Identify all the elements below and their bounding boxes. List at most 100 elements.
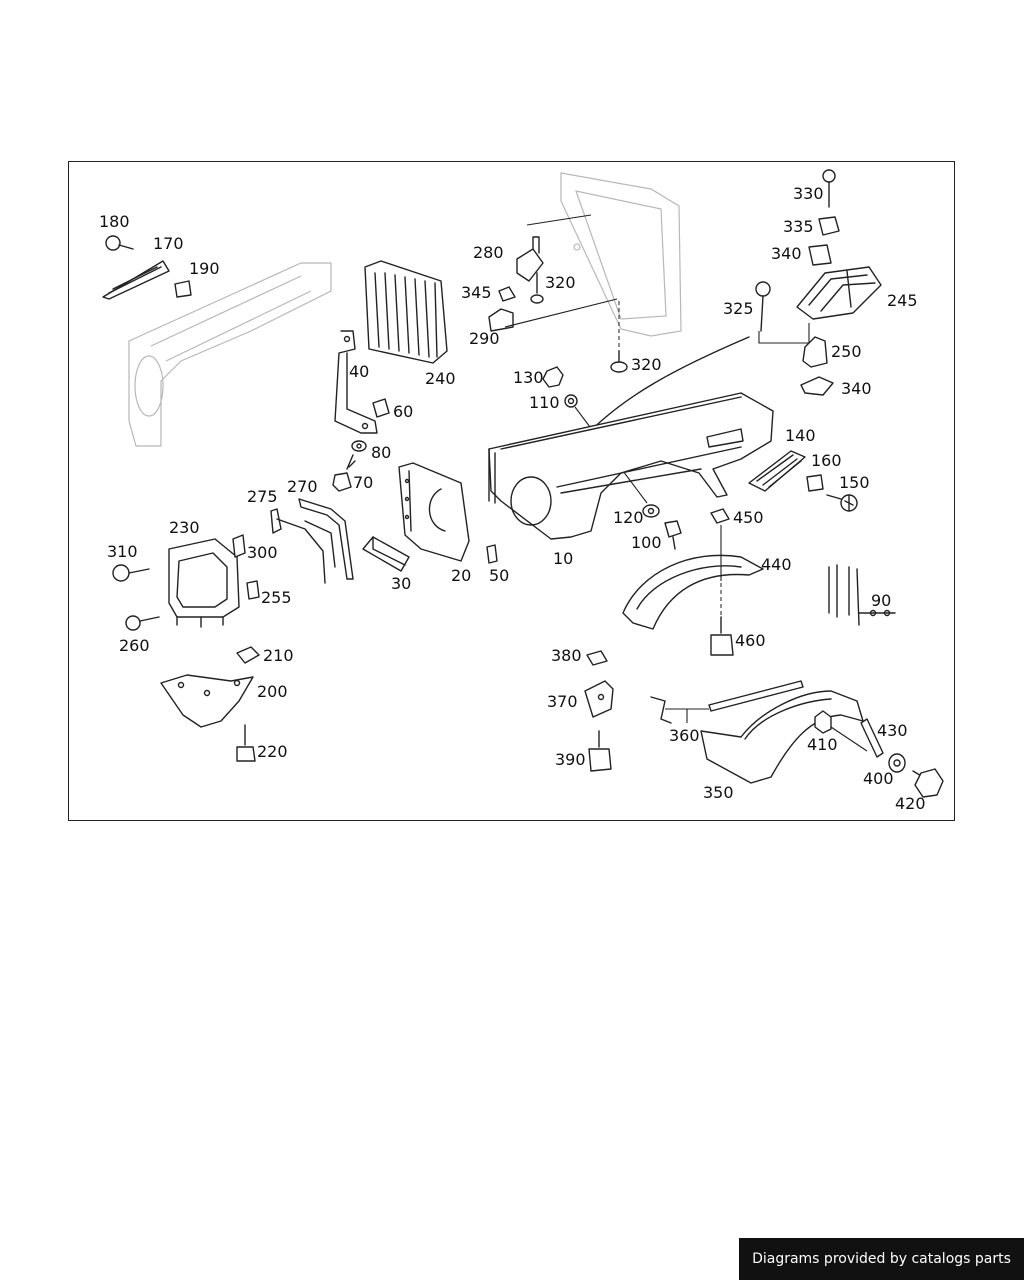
part-340-clip-lower [800,376,834,396]
label-part: 320 [631,355,662,374]
label-part: 50 [489,566,509,585]
label-part: 180 [99,212,130,231]
leader-360 [665,708,709,723]
label-part: 330 [793,184,824,203]
label-part: 320 [545,273,576,292]
part-275-bracket [270,508,326,584]
label-part: 410 [807,735,838,754]
label-part: 220 [257,742,288,761]
part-70-bolt [332,454,356,492]
label-part: 310 [107,542,138,561]
label-part: 170 [153,234,184,253]
part-labels: 180 170 190 280 320 345 290 320 330 335 … [99,184,926,813]
label-part: 280 [473,243,504,262]
label-part: 440 [761,555,792,574]
leader-290 [504,298,618,328]
label-part: 160 [811,451,842,470]
part-100-bolt [664,520,682,550]
part-255-clip [246,580,260,600]
label-part: 100 [631,533,662,552]
part-420-bolt [912,768,944,798]
label-part: 260 [119,636,150,655]
part-245-bracket [796,266,882,320]
part-320-screw-lower [610,350,628,373]
credit-banner: Diagrams provided by catalogs parts [739,1238,1024,1280]
part-180-screw [105,235,134,251]
part-460-bolt [710,616,734,656]
label-part: 140 [785,426,816,445]
label-part: 200 [257,682,288,701]
part-260-screw [125,615,160,631]
label-part: 255 [261,588,292,607]
parts-diagram: 180 170 190 280 320 345 290 320 330 335 … [99,169,944,813]
label-part: 300 [247,543,278,562]
part-280-hinge [516,236,544,282]
label-part: 250 [831,342,862,361]
part-230-bezel [168,538,240,628]
part-380-clip [586,650,608,666]
part-40-bracket [334,330,378,434]
label-part: 130 [513,368,544,387]
leader-410-430 [830,726,868,752]
label-part: 30 [391,574,411,593]
label-part: 210 [263,646,294,665]
label-part: 40 [349,362,369,381]
label-part: 370 [547,692,578,711]
part-440-liner [622,554,764,630]
part-50-clip [486,544,498,564]
leader-280 [526,214,592,226]
part-150-screw [826,494,858,512]
label-part: 390 [555,750,586,769]
part-160-clip [806,474,824,492]
door-panel-ghost [560,172,682,337]
part-335-clip [818,216,840,236]
diagram-frame: 180 170 190 280 320 345 290 320 330 335 … [68,161,955,821]
label-part: 190 [189,259,220,278]
part-20-panel [398,462,470,562]
part-110-washer [564,394,578,408]
part-130-nut [542,366,564,388]
label-part: 345 [461,283,492,302]
label-part: 400 [863,769,894,788]
label-part: 270 [287,477,318,496]
label-part: 110 [529,393,560,412]
part-10-fender [488,392,774,540]
label-part: 350 [703,783,734,802]
part-90-seal [828,564,896,626]
part-210-clip [236,646,260,664]
part-250-clip [802,336,828,368]
part-340-clip-upper [808,244,832,266]
part-30-channel [362,536,410,572]
label-part: 380 [551,646,582,665]
label-part: 120 [613,508,644,527]
part-330-screw [822,169,836,208]
part-370-bracket [584,680,614,718]
label-part: 80 [371,443,391,462]
part-200-cover [160,674,254,728]
label-part: 20 [451,566,471,585]
part-325-screw [755,281,771,332]
part-360-strip [650,680,804,724]
label-part: 230 [169,518,200,537]
label-part: 335 [783,217,814,236]
label-part: 90 [871,591,891,610]
label-part: 420 [895,794,926,813]
part-80-washer [351,440,367,452]
part-410-nut [814,710,832,734]
label-part: 340 [841,379,872,398]
part-240-grille [364,260,448,364]
label-part: 340 [771,244,802,263]
label-part: 450 [733,508,764,527]
part-170-trim [102,260,170,300]
label-part: 360 [669,726,700,745]
vehicle-outline-ghost [128,262,332,447]
part-320-screw-upper [530,272,544,304]
part-140-vent [748,450,806,492]
part-190-clip [174,280,192,298]
label-part: 150 [839,473,870,492]
leader-325 [758,323,810,344]
label-part: 325 [723,299,754,318]
label-part: 430 [877,721,908,740]
part-120-washer [642,504,660,518]
part-390-bolt [588,730,612,772]
